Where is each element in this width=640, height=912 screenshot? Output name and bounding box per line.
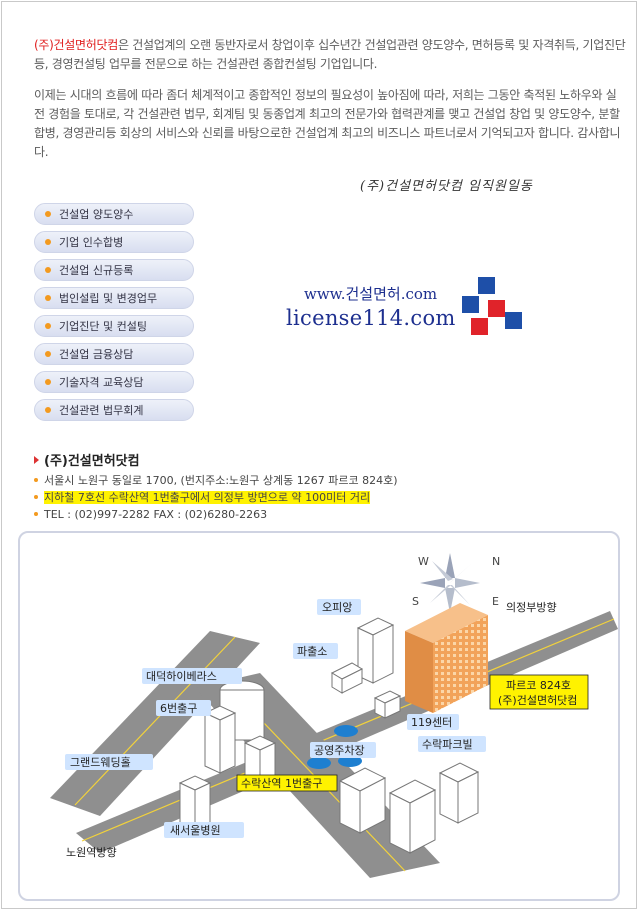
label-uijeongbu: 의정부방향	[506, 601, 557, 614]
label-daedeok: 대덕하이베라스	[146, 669, 217, 683]
menu-item-label: 건설업 신규등록	[59, 264, 134, 277]
bullet-icon	[45, 295, 51, 301]
target-building	[405, 603, 488, 713]
compass-icon: W N S E	[412, 553, 500, 613]
label-target-office: 파르코 824호	[506, 679, 571, 692]
menu-item-finance[interactable]: 건설업 금융상담	[34, 343, 194, 365]
menu-item-merger[interactable]: 기업 인수합병	[34, 231, 194, 253]
address-title-text: (주)건설면허닷컴	[44, 454, 140, 469]
directions-line: 지하철 7호선 수락산역 1번출구에서 의정부 방면으로 약 100미터 거리	[34, 489, 398, 506]
bullet-icon	[45, 211, 51, 217]
label-exit6: 6번출구	[160, 702, 197, 715]
address-text: 서울시 노원구 동일로 1700, (번지주소:노원구 상계동 1267 파르코…	[44, 474, 398, 487]
menu-item-label: 건설관련 법무회계	[59, 404, 144, 417]
signature: (주)건설면허닷컴 임직원일동	[360, 179, 533, 194]
menu-item-label: 기술자격 교육상담	[59, 376, 144, 389]
menu-item-registration[interactable]: 건설업 신규등록	[34, 259, 194, 281]
contact-text: TEL : (02)997-2282 FAX : (02)6280-2263	[44, 508, 268, 521]
label-surakpark: 수락파크빌	[422, 738, 473, 751]
bullet-icon	[45, 267, 51, 273]
logo-www: www.건설면허.com	[304, 285, 438, 303]
bullet-icon	[34, 478, 38, 482]
compass-e: E	[492, 595, 499, 608]
address-title: (주)건설면허닷컴	[34, 450, 140, 469]
label-police: 파출소	[297, 645, 327, 658]
location-map: W N S E	[18, 531, 620, 901]
bullet-icon	[45, 323, 51, 329]
label-parking: 공영주차장	[314, 744, 365, 757]
menu-item-label: 법인설립 및 변경업무	[59, 292, 158, 305]
bullet-icon	[34, 512, 38, 516]
compass-n: N	[492, 555, 500, 568]
bullet-icon	[34, 495, 38, 499]
intro-paragraph-1: (주)건설면허닷컴은 건설업계의 오랜 동반자로서 창업이후 십수년간 건설업관…	[34, 36, 626, 74]
label-target-company: (주)건설면허닷컴	[498, 694, 577, 707]
menu-item-label: 기업진단 및 컨설팅	[59, 320, 147, 333]
intro-paragraph-2: 이제는 시대의 흐름에 따라 좀더 체계적이고 종합적인 정보의 필요성이 높아…	[34, 88, 621, 159]
menu-item-label: 건설업 금융상담	[59, 348, 134, 361]
contact-line: TEL : (02)997-2282 FAX : (02)6280-2263	[34, 506, 398, 523]
label-hospital: 새서울병원	[170, 824, 221, 837]
bullet-icon	[45, 407, 51, 413]
brand-name: (주)건설면허닷컴	[34, 38, 118, 52]
menu-item-legal[interactable]: 건설관련 법무회계	[34, 399, 194, 421]
label-opiang: 오피앙	[322, 601, 352, 614]
compass-s: S	[412, 595, 419, 608]
arrow-right-icon	[34, 456, 39, 464]
label-station-exit1: 수락산역 1번출구	[241, 777, 322, 790]
address-line: 서울시 노원구 동일로 1700, (번지주소:노원구 상계동 1267 파르코…	[34, 472, 398, 489]
logo-domain: license114.com	[286, 306, 456, 330]
bullet-icon	[45, 351, 51, 357]
menu-item-label: 기업 인수합병	[59, 236, 124, 249]
intro-text: (주)건설면허닷컴은 건설업계의 오랜 동반자로서 창업이후 십수년간 건설업관…	[34, 36, 626, 174]
compass-w: W	[418, 555, 429, 568]
intro-paragraph-1-text: 은 건설업계의 오랜 동반자로서 창업이후 십수년간 건설업관련 양도양수, 면…	[34, 38, 626, 71]
directions-text: 지하철 7호선 수락산역 1번출구에서 의정부 방면으로 약 100미터 거리	[44, 491, 371, 504]
menu-item-consulting[interactable]: 기업진단 및 컨설팅	[34, 315, 194, 337]
bullet-icon	[45, 239, 51, 245]
address-block: 서울시 노원구 동일로 1700, (번지주소:노원구 상계동 1267 파르코…	[34, 472, 398, 523]
buildings	[178, 617, 480, 854]
menu-item-incorporation[interactable]: 법인설립 및 변경업무	[34, 287, 194, 309]
bullet-icon	[45, 379, 51, 385]
label-nowon: 노원역방향	[66, 846, 117, 859]
label-grand: 그랜드웨딩홀	[70, 756, 131, 769]
menu-item-label: 건설업 양도양수	[59, 208, 134, 221]
menu-item-education[interactable]: 기술자격 교육상담	[34, 371, 194, 393]
label-119: 119센터	[411, 716, 452, 729]
site-logo[interactable]: www.건설면허.com license114.com	[286, 283, 456, 330]
menu-item-transfer[interactable]: 건설업 양도양수	[34, 203, 194, 225]
service-menu: 건설업 양도양수 기업 인수합병 건설업 신규등록 법인설립 및 변경업무 기업…	[34, 203, 194, 427]
